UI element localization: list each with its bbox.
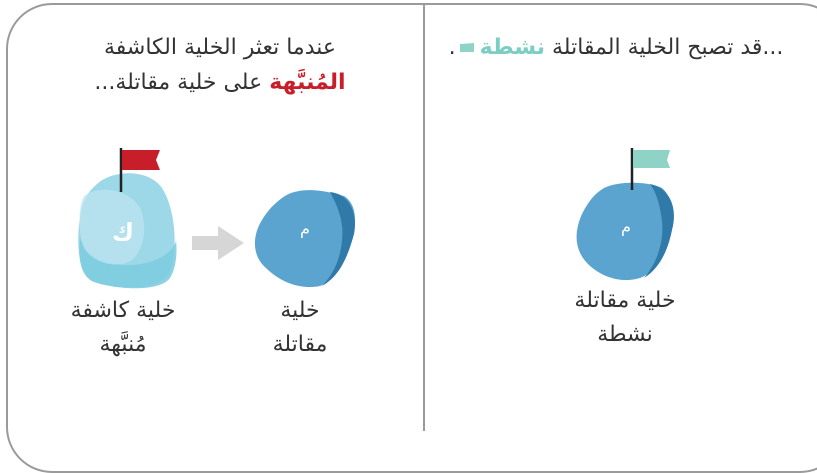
killer-cell-body	[254, 190, 355, 288]
active-killer-cell: م	[576, 148, 674, 281]
active-cell-glyph: م	[621, 217, 631, 236]
detector-cell-front	[79, 189, 145, 265]
right-caption-suffix: .	[448, 35, 456, 60]
detector-cell-glyph: ك	[112, 218, 134, 246]
alerted-highlight: المُنبَّهة	[269, 70, 346, 95]
active-highlight: نشطة	[479, 35, 546, 60]
killer-cell: م	[254, 190, 355, 288]
left-caption-rest: على خلية مقاتلة...	[94, 70, 270, 95]
red-flag-icon	[122, 150, 160, 170]
right-caption-prefix: ...قد تصبح الخلية المقاتلة	[552, 35, 784, 60]
active-cell-label: خلية مقاتلة نشطة	[545, 284, 705, 352]
detector-label-line2: مُنبَّهة	[99, 332, 147, 357]
active-cell-body	[576, 182, 672, 281]
detector-label-line1: خلية كاشفة	[70, 298, 176, 323]
detector-cell-label: خلية كاشفة مُنبَّهة	[48, 294, 198, 362]
killer-cell-shade	[322, 192, 355, 286]
teal-flag-large-icon	[633, 150, 670, 168]
arrow-icon	[192, 226, 244, 260]
cells-diagram: ك م م	[78, 148, 674, 289]
active-cell-shade	[644, 184, 674, 278]
left-caption-line1: عندما تعثر الخلية الكاشفة	[103, 35, 337, 60]
left-caption-line2: المُنبَّهة على خلية مقاتلة...	[40, 65, 400, 100]
right-caption: ...قد تصبح الخلية المقاتلة نشطة.	[435, 30, 797, 65]
panel-divider	[423, 4, 425, 431]
active-label-line1: خلية مقاتلة	[574, 288, 676, 313]
active-label-line2: نشطة	[597, 322, 653, 347]
killer-label-line2: مقاتلة	[272, 332, 328, 357]
teal-flag-icon	[459, 43, 474, 52]
left-caption: عندما تعثر الخلية الكاشفة المُنبَّهة على…	[40, 30, 400, 100]
killer-cell-label: خلية مقاتلة	[250, 294, 350, 362]
killer-label-line1: خلية	[280, 298, 320, 323]
killer-cell-glyph: م	[300, 219, 310, 238]
detector-cell: ك	[78, 148, 177, 289]
detector-cell-shade	[79, 238, 177, 289]
